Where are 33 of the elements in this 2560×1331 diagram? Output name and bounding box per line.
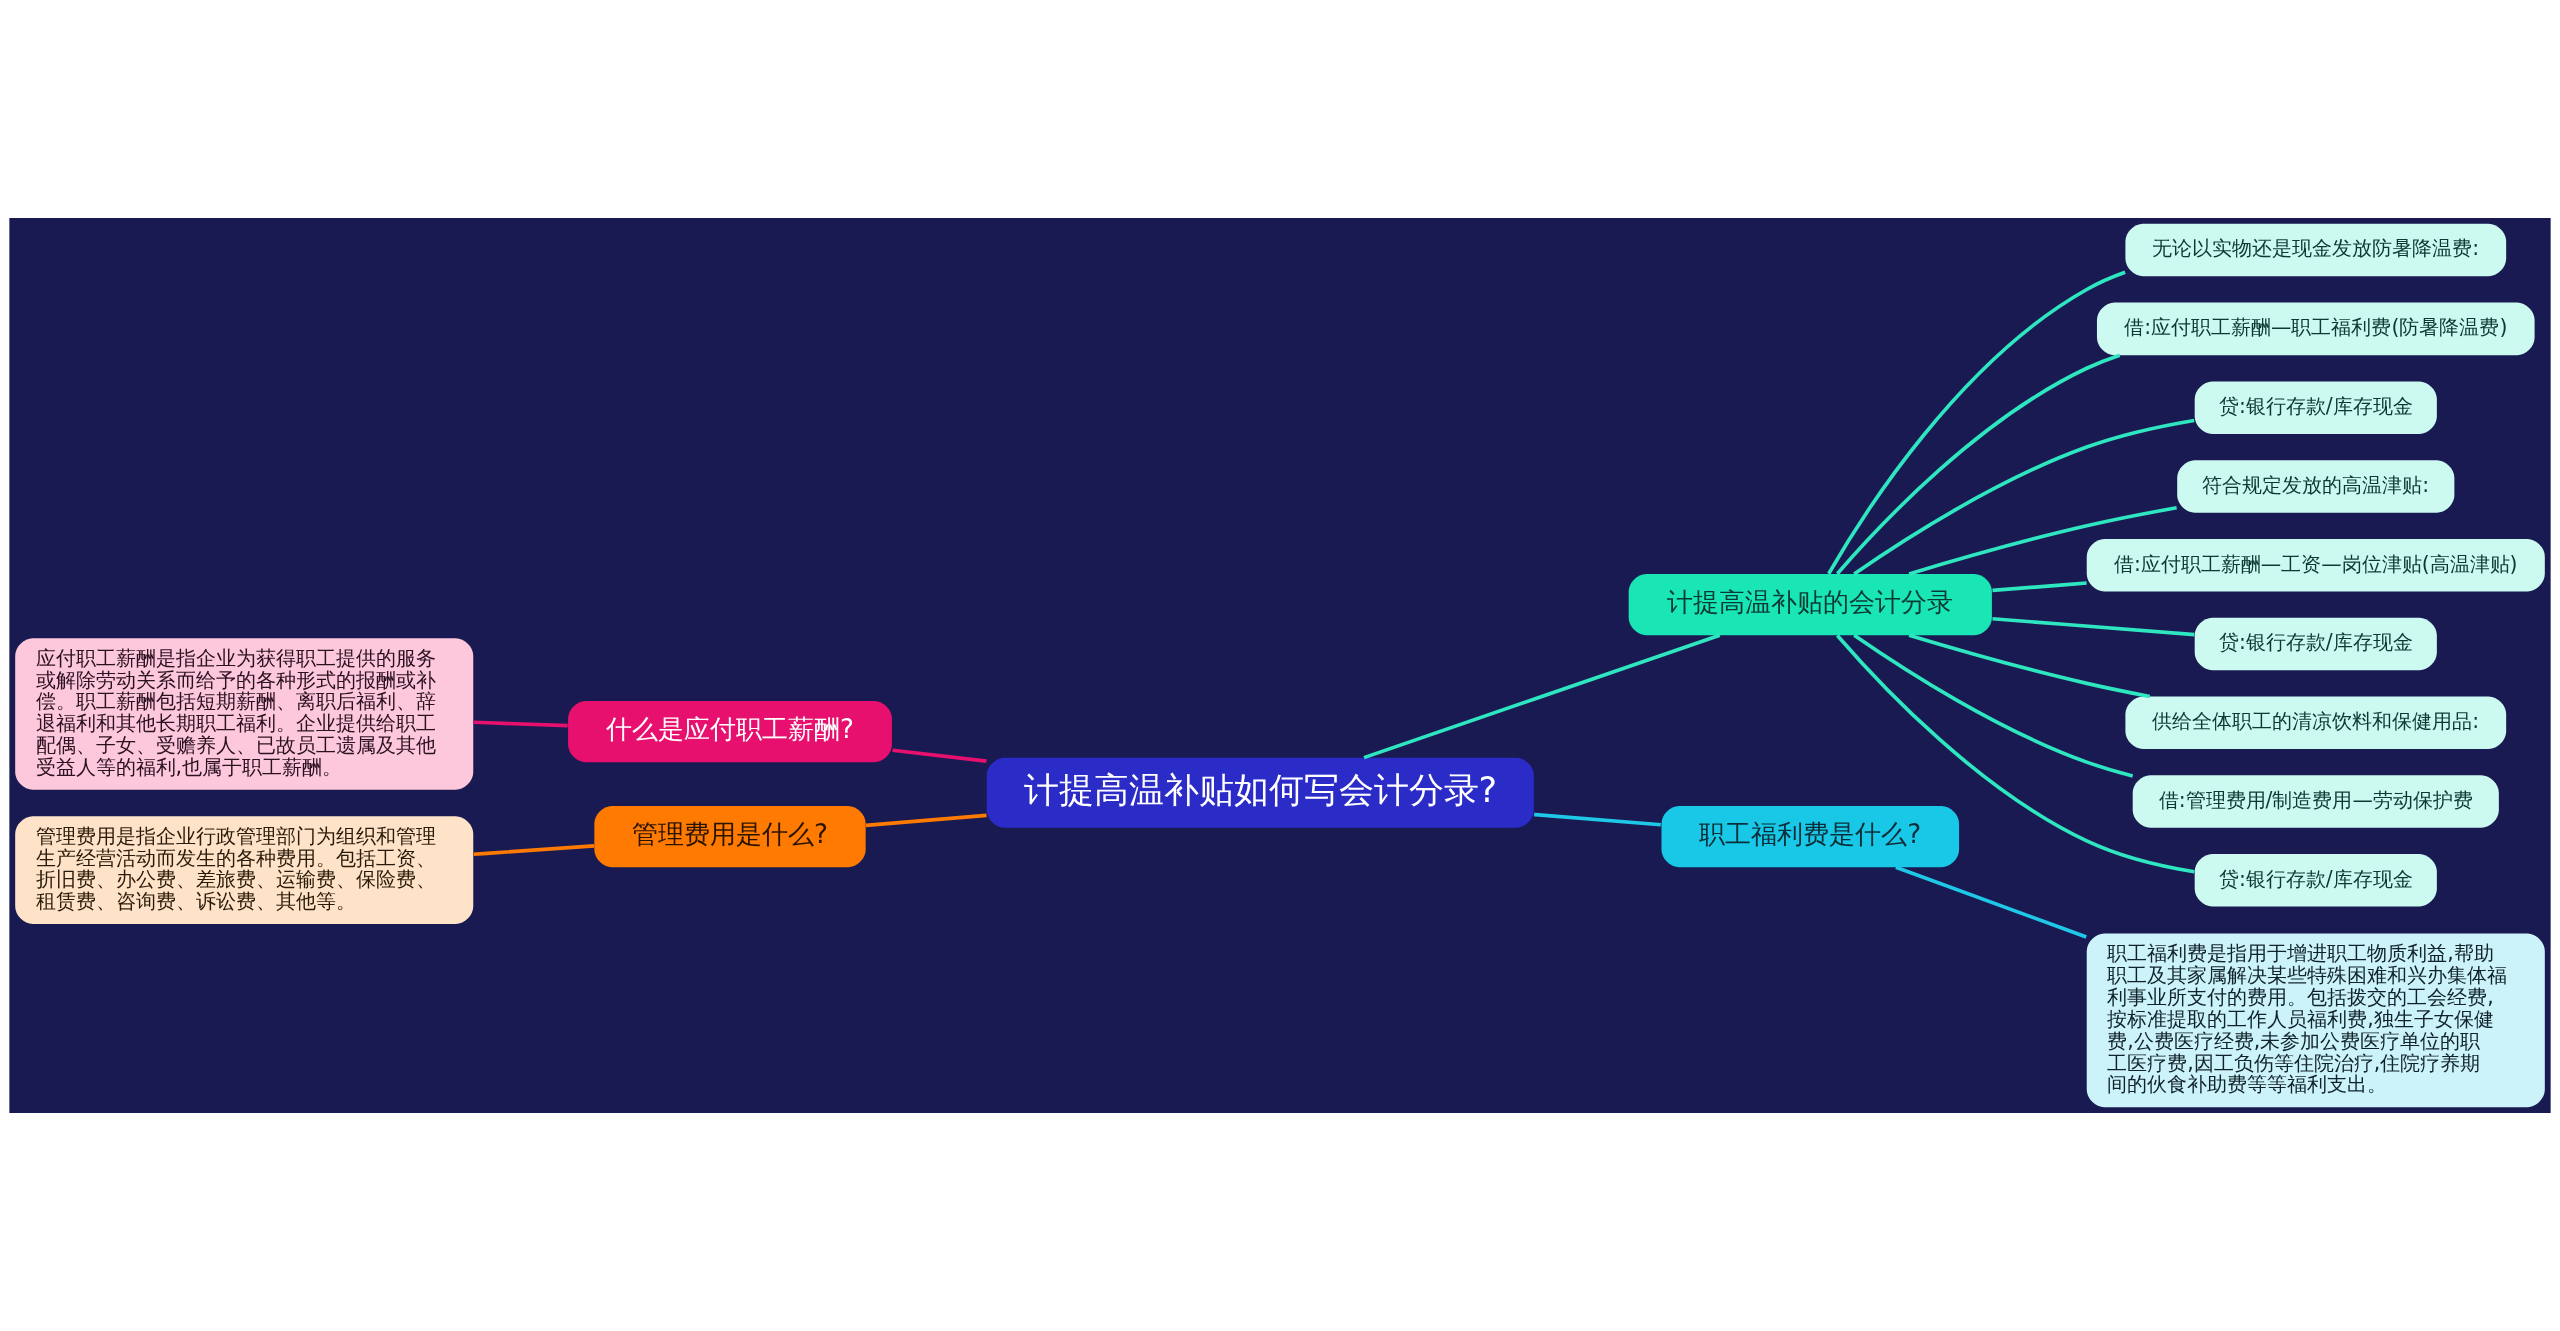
node-box: 计提高温补贴如何写会计分录? — [986, 757, 1534, 828]
node-box: 职工福利费是指用于增进职工物质利益,帮助职工及其家属解决某些特殊困难和兴办集体福利事业所支付的费用。包括拨交的工会经费,按标准提取的工作人员福利费,独生子女保健费,公费医疗经费,未参加公费医疗单位的职工医疗费,因工负伤等住院治疗,住院疗养期间的伙食补助费等等福利支出。 — [2086, 933, 2545, 1108]
connector — [1533, 812, 1661, 827]
node-box: 管理费用是什么? — [594, 805, 866, 868]
connector — [1895, 865, 2087, 939]
connector — [892, 748, 987, 763]
connector — [473, 720, 568, 728]
node-box: 职工福利费是什么? — [1661, 805, 1960, 868]
node-box: 借:应付职工薪酬—工资—岗位津贴(高温津贴) — [2086, 538, 2545, 592]
connector — [1908, 633, 2151, 699]
connector — [1827, 270, 2126, 575]
node-box: 供给全体职工的清凉饮料和保健用品: — [2125, 696, 2507, 749]
connector — [1363, 633, 1721, 760]
node-box: 借:应付职工薪酬—职工福利费(防暑降温费) — [2096, 302, 2535, 356]
node-box: 贷:银行存款/库存现金 — [2194, 381, 2437, 434]
node-box: 什么是应付职工薪酬? — [568, 700, 892, 763]
node-box: 计提高温补贴的会计分录 — [1628, 573, 1992, 636]
node-box: 无论以实物还是现金发放防暑降温费: — [2125, 223, 2507, 277]
connector — [1835, 353, 2121, 575]
node-box: 管理费用是指企业行政管理部门为组织和管理生产经营活动而发生的各种费用。包括工资、折旧费、办公费、差旅费、运输费、保险费、租赁费、咨询费、诉讼费、其他等。 — [15, 816, 474, 925]
connector — [1908, 506, 2177, 576]
node-box: 贷:银行存款/库存现金 — [2194, 854, 2437, 907]
connector — [473, 844, 595, 857]
node-box: 借:管理费用/制造费用—劳动保护费 — [2132, 775, 2499, 828]
connector — [865, 813, 987, 828]
node-box: 贷:银行存款/库存现金 — [2194, 617, 2437, 671]
node-box: 应付职工薪酬是指企业为获得职工提供的服务或解除劳动关系而给予的各种形式的报酬或补偿。职工薪酬包括短期薪酬、离职后福利、辞退福利和其他长期职工福利。企业提供给职工配偶、子女、受赡养人、已故员工遗属及其他受益人等的福利,也属于职工薪酬。 — [15, 638, 474, 790]
connector — [1853, 418, 2195, 576]
node-box: 符合规定发放的高温津贴: — [2177, 460, 2455, 513]
connector — [1853, 633, 2134, 778]
connector — [1992, 616, 2195, 637]
connector — [1992, 581, 2087, 593]
connector — [1835, 634, 2195, 874]
